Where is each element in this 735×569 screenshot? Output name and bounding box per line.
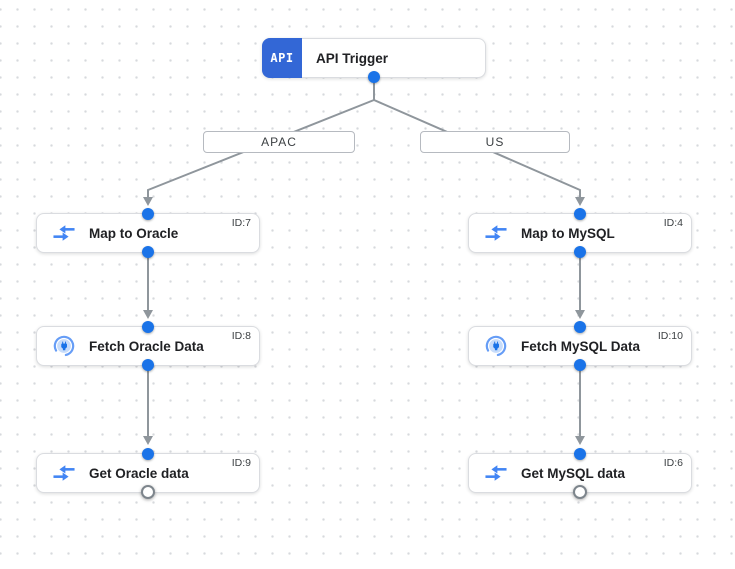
task-node-map-to-oracle[interactable]: Map to Oracle ID:7	[36, 208, 260, 258]
input-port[interactable]	[574, 321, 586, 333]
trigger-node-api[interactable]: API API Trigger	[262, 38, 486, 83]
edge-branch-apac	[147, 99, 375, 198]
input-port[interactable]	[574, 448, 586, 460]
task-id-badge: ID:10	[657, 330, 683, 342]
task-title: Get MySQL data	[521, 465, 626, 481]
connector-icon	[53, 335, 75, 357]
edge-label-us[interactable]: US	[420, 131, 570, 153]
edge-label-text: APAC	[261, 135, 297, 149]
edge-branch-us	[373, 99, 581, 198]
task-node-get-mysql-data[interactable]: Get MySQL data ID:6	[468, 448, 692, 499]
open-output-port[interactable]	[573, 485, 587, 499]
input-port[interactable]	[142, 321, 154, 333]
edge-label-apac[interactable]: APAC	[203, 131, 355, 153]
trigger-title: API Trigger	[316, 50, 389, 66]
task-title: Map to Oracle	[89, 225, 179, 241]
api-badge-icon: API	[262, 38, 302, 78]
output-port[interactable]	[574, 359, 586, 371]
output-port[interactable]	[368, 71, 380, 83]
arrowhead-icon	[575, 436, 585, 445]
data-mapping-icon	[53, 222, 75, 244]
output-port[interactable]	[142, 359, 154, 371]
output-port[interactable]	[574, 246, 586, 258]
data-mapping-icon	[485, 222, 507, 244]
task-id-badge: ID:4	[663, 217, 683, 229]
task-node-fetch-oracle-data[interactable]: Fetch Oracle Data ID:8	[36, 321, 260, 371]
input-port[interactable]	[142, 448, 154, 460]
task-title: Fetch Oracle Data	[89, 338, 204, 354]
input-port[interactable]	[142, 208, 154, 220]
task-node-fetch-mysql-data[interactable]: Fetch MySQL Data ID:10	[468, 321, 692, 371]
task-title: Map to MySQL	[521, 225, 615, 241]
task-title: Get Oracle data	[89, 465, 189, 481]
task-id-badge: ID:6	[663, 457, 683, 469]
task-id-badge: ID:8	[231, 330, 251, 342]
arrowhead-icon	[575, 310, 585, 319]
arrowhead-icon	[143, 310, 153, 319]
arrowhead-icon	[575, 197, 585, 206]
edge-label-text: US	[485, 135, 505, 149]
arrowhead-icon	[143, 436, 153, 445]
data-mapping-icon	[485, 462, 507, 484]
task-id-badge: ID:9	[231, 457, 251, 469]
task-node-get-oracle-data[interactable]: Get Oracle data ID:9	[36, 448, 260, 499]
task-node-map-to-mysql[interactable]: Map to MySQL ID:4	[468, 208, 692, 258]
input-port[interactable]	[574, 208, 586, 220]
task-title: Fetch MySQL Data	[521, 338, 641, 354]
output-port[interactable]	[142, 246, 154, 258]
open-output-port[interactable]	[141, 485, 155, 499]
data-mapping-icon	[53, 462, 75, 484]
task-id-badge: ID:7	[231, 217, 251, 229]
arrowhead-icon	[143, 197, 153, 206]
connector-icon	[485, 335, 507, 357]
